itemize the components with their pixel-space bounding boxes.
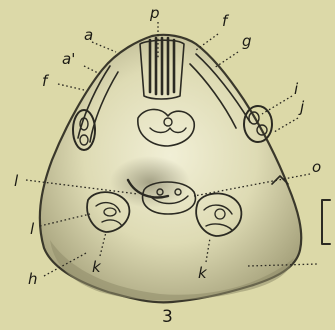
label-a-prime: a': [62, 50, 75, 68]
label-g: g: [242, 32, 252, 50]
label-k-right: k: [198, 264, 208, 282]
label-i: i: [294, 80, 299, 98]
label-p: p: [149, 4, 160, 22]
label-l-upper: l: [14, 172, 19, 190]
label-j: j: [298, 98, 305, 116]
label-l-lower: l: [30, 220, 35, 238]
figure-number: 3: [162, 307, 173, 327]
label-f-top: f: [222, 12, 230, 30]
label-o: o: [312, 158, 321, 176]
label-f-left: f: [42, 72, 50, 90]
central-shadow: [110, 156, 190, 208]
label-k-left: k: [92, 258, 102, 276]
scale-bar: [322, 200, 330, 244]
label-h: h: [28, 270, 38, 288]
label-a: a: [84, 26, 93, 44]
